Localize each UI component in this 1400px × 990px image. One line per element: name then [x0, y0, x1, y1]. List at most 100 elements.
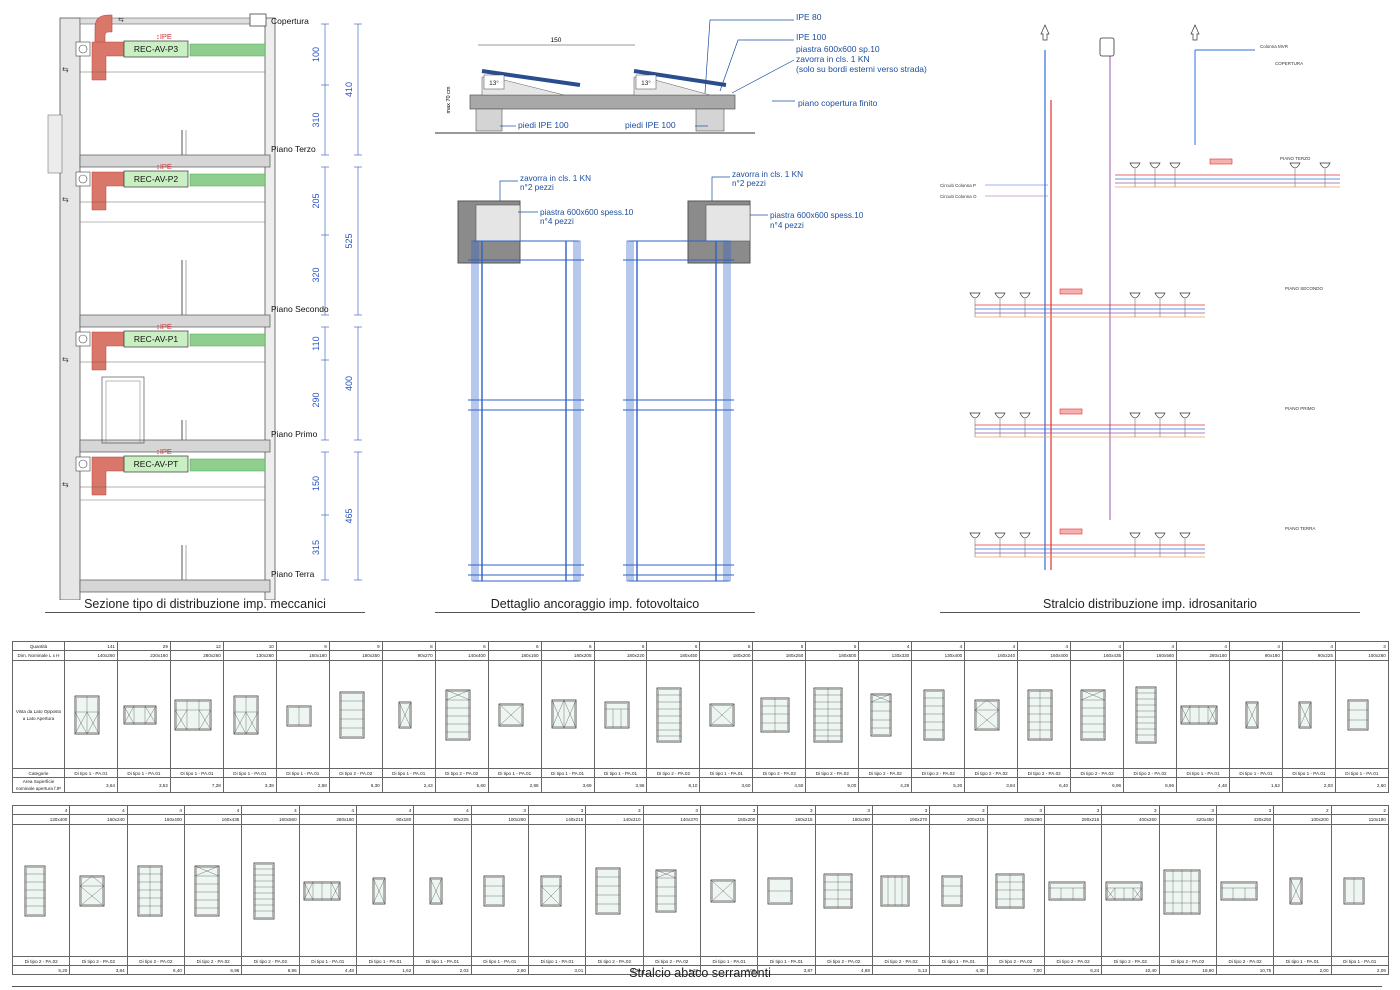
- manifold: [1059, 528, 1083, 535]
- schedule-cell-a: 4,30: [929, 965, 988, 975]
- fan-icon: [78, 174, 88, 184]
- rec-unit-box: [123, 330, 189, 348]
- washbasin-icon: [1019, 532, 1031, 539]
- schedule-cell-a: 4,48: [1176, 777, 1230, 793]
- vent-arrow-icon: [1190, 24, 1200, 41]
- steel-frame-1: [468, 240, 584, 582]
- schedule-cell-d: 180x160: [487, 650, 542, 661]
- schedule-cell-c: Di tipo 2 - PA.02: [1070, 768, 1125, 778]
- schedule-cell-a: 6,24: [1043, 965, 1103, 975]
- schedule-cell-a: 3,84: [964, 777, 1019, 793]
- washbasin-icon: [1179, 292, 1191, 299]
- washbasin-icon: [1319, 162, 1331, 169]
- schedule-cell-q: 4: [1176, 641, 1230, 651]
- schedule-cell-a: 10,75: [1215, 965, 1275, 975]
- washbasin-icon: [1129, 532, 1141, 539]
- window-elevation-icon: [355, 824, 415, 957]
- schedule-cell-a: 3,00: [699, 965, 759, 975]
- return-duct-green: [189, 333, 266, 347]
- ipe-label: ↕IPE: [156, 32, 172, 41]
- schedule-cell-c: Di tipo 1 - PA.01: [1330, 956, 1389, 966]
- schedule-cell-d: 150x200: [699, 814, 759, 825]
- schedule-cell-c: Di tipo 1 - PA.01: [1273, 956, 1332, 966]
- schedule-cell-d: 140x260: [64, 650, 118, 661]
- window-elevation-icon: [1228, 660, 1283, 769]
- schedule-cell-c: Di tipo 1 - PA.01: [116, 768, 171, 778]
- plumb-floor-label: PIANO TERZO: [1280, 156, 1311, 161]
- floor-slab: [79, 579, 271, 593]
- span-dim-label: 150: [551, 37, 562, 44]
- schedule-cell-a: 5,20: [911, 777, 966, 793]
- plate-plan: [705, 204, 751, 242]
- schedule-cell-c: Di tipo 1 - PA.01: [413, 956, 472, 966]
- leader-line: [711, 176, 730, 201]
- washbasin-icon: [969, 532, 981, 539]
- frame-outline: [626, 240, 731, 582]
- schedule-cell-q: 3: [871, 805, 931, 815]
- washbasin-icon: [1129, 412, 1141, 419]
- schedule-cell-d: 400x260: [1101, 814, 1160, 825]
- window-elevation-icon: [642, 824, 701, 957]
- window-elevation-icon: [11, 824, 71, 957]
- window-elevation-icon: [1176, 660, 1230, 769]
- schedule-cell-a: 18,90: [1158, 965, 1217, 975]
- schedule-cell-a: 2,88: [487, 777, 542, 793]
- plan-callout: piastra 600x600 spess.10: [540, 208, 634, 217]
- schedule-cell-q: 4: [298, 805, 357, 815]
- schedule-cell-q: 3: [527, 805, 587, 815]
- concrete-beam: [469, 94, 736, 110]
- schedule-cell-d: 180x215: [757, 814, 816, 825]
- schedule-cell-c: Di tipo 1 - PA.01: [470, 956, 529, 966]
- schedule-cell-c: Di tipo 2 - PA.02: [986, 956, 1045, 966]
- schedule-cell-q: 9: [275, 641, 330, 651]
- schedule-cell-q: 3: [1215, 805, 1275, 815]
- schedule-cell-a: 2,00: [1273, 965, 1332, 975]
- schedule-cell-c: Di tipo 2 - PA.02: [126, 956, 185, 966]
- window-elevation-icon: [964, 660, 1019, 769]
- height-label: max 70 cm: [446, 86, 452, 113]
- schedule-cell-q: 4: [1281, 641, 1336, 651]
- return-duct-green: [189, 173, 266, 187]
- schedule-cell-d: 160x400: [126, 814, 185, 825]
- rec-unit-label: REC-AV-P1: [134, 334, 179, 344]
- window-elevation-icon: [1273, 824, 1332, 957]
- window-elevation-icon: [593, 660, 648, 769]
- schedule-cell-d: 180x260: [814, 814, 873, 825]
- schedule-cell-a: 5,18: [642, 965, 701, 975]
- ipe-label: ↕IPE: [156, 322, 172, 331]
- schedule-cell-d: 180x350: [328, 650, 383, 661]
- schedule-cell-a: 5,20: [11, 965, 71, 975]
- schedule-cell-d: 110x190: [1330, 814, 1389, 825]
- schedule-cell-c: Di tipo 1 - PA.01: [1176, 768, 1230, 778]
- dim-lower-label: 315: [311, 540, 321, 555]
- window-elevation-icon: [116, 660, 171, 769]
- schedule-cell-d: 140x400: [434, 650, 489, 661]
- pv-callout: IPE 80: [796, 12, 822, 22]
- schedule-cell-d: 140x310: [585, 814, 644, 825]
- schedule-cell-q: 4: [1017, 641, 1072, 651]
- plumb-floor-2: PIANO PRIMO: [969, 406, 1316, 438]
- window-elevation-icon: [540, 660, 595, 769]
- window-elevation-icon: [183, 824, 243, 957]
- schedule-cell-q: 4: [413, 805, 472, 815]
- schedule-cell-c: Di tipo 2 - PA.02: [69, 956, 128, 966]
- window-elevation-icon: [699, 824, 759, 957]
- schedule-cell-c: Di tipo 1 - PA.01: [381, 768, 436, 778]
- frame-outline: [630, 240, 727, 582]
- schedule-cell-d: 90x180: [355, 814, 415, 825]
- plumb-caption: Stralcio distribuzione imp. idrosanitari…: [1043, 597, 1257, 611]
- plan-callout: piastra 600x600 spess.10: [770, 211, 864, 220]
- schedule-cell-q: 3: [699, 805, 759, 815]
- door-frame: [101, 376, 145, 444]
- schedule-cell-c: Di tipo 1 - PA.01: [699, 768, 754, 778]
- schedule-cell-c: Di tipo 1 - PA.01: [757, 956, 816, 966]
- schedule-cell-c: Di tipo 1 - PA.01: [222, 768, 277, 778]
- window-elevation-icon: [328, 660, 383, 769]
- schedule-cell-q: 6: [434, 641, 489, 651]
- window-elevation-icon: [699, 660, 754, 769]
- washbasin-icon: [1154, 292, 1166, 299]
- steel-frame-2: [623, 240, 734, 582]
